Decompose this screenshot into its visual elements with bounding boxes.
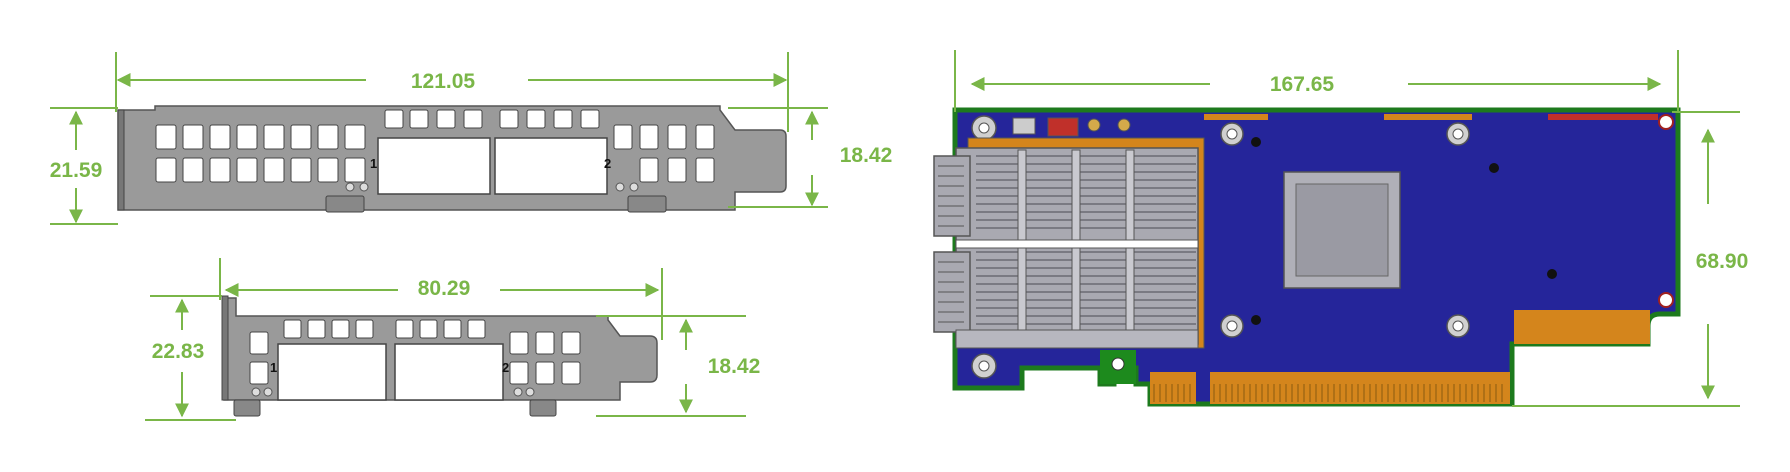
network-card-board bbox=[933, 107, 1681, 407]
cage-bottom-plate bbox=[955, 329, 1199, 349]
top-red-strip bbox=[1548, 114, 1658, 120]
low-profile-dimensions bbox=[145, 258, 746, 421]
full-height-dimensions bbox=[50, 52, 828, 225]
port-latch-ridges bbox=[938, 165, 964, 323]
full-height-vent-grid-right bbox=[613, 124, 715, 183]
full-height-top-slots bbox=[384, 109, 600, 129]
low-profile-bracket-flange bbox=[221, 295, 229, 401]
full-height-bracket-flange bbox=[117, 109, 125, 211]
board-dimensions bbox=[954, 50, 1740, 407]
low-profile-width-dimension: 80.29 bbox=[418, 277, 471, 300]
low-profile-bracket: 1 2 bbox=[221, 295, 658, 417]
red-connector bbox=[1047, 117, 1079, 137]
pcie-edge-connector-short bbox=[1150, 372, 1196, 404]
full-height-width-dimension: 121.05 bbox=[411, 70, 476, 93]
full-height-leds bbox=[345, 182, 639, 192]
full-height-port-opening-1 bbox=[377, 137, 491, 195]
power-pad bbox=[1514, 310, 1650, 344]
low-profile-screw-tabs bbox=[233, 399, 557, 417]
low-profile-port-label-2: 2 bbox=[502, 360, 509, 375]
full-height-left-height-dimension: 21.59 bbox=[50, 159, 103, 182]
board-length-dimension: 167.65 bbox=[1270, 73, 1335, 96]
pcie-gold-fingers-short bbox=[1153, 384, 1191, 402]
low-profile-port-label-1: 1 bbox=[270, 360, 277, 375]
full-height-port-opening-2 bbox=[494, 137, 608, 195]
key-hole bbox=[1111, 357, 1125, 371]
low-profile-right-height-dimension: 18.42 bbox=[708, 355, 761, 378]
low-profile-port-opening-2 bbox=[394, 343, 504, 401]
mounting-hole-centers bbox=[978, 122, 1464, 372]
full-height-port-label-2: 2 bbox=[604, 156, 611, 171]
full-height-port-label-1: 1 bbox=[370, 156, 377, 171]
vias bbox=[1251, 137, 1557, 325]
full-height-bracket: 1 2 bbox=[117, 105, 787, 213]
pcie-edge-connector bbox=[1210, 372, 1510, 404]
low-profile-leds bbox=[251, 387, 535, 397]
board-height-dimension: 68.90 bbox=[1696, 250, 1749, 273]
smd-components bbox=[1087, 118, 1131, 132]
full-height-vent-grid-left bbox=[155, 124, 366, 183]
low-profile-port-opening-1 bbox=[277, 343, 387, 401]
low-profile-left-height-dimension: 22.83 bbox=[152, 340, 205, 363]
header-connector bbox=[1012, 117, 1036, 135]
corner-holes bbox=[1658, 114, 1674, 308]
low-profile-vent-grid bbox=[249, 331, 581, 385]
full-height-right-height-dimension: 18.42 bbox=[840, 144, 893, 167]
asic-die bbox=[1295, 183, 1389, 277]
low-profile-top-slots bbox=[283, 319, 486, 339]
top-gold-strip bbox=[1204, 114, 1268, 120]
heatsink-fins bbox=[976, 155, 1196, 325]
pcie-gold-fingers bbox=[1213, 384, 1503, 402]
full-height-screw-tabs bbox=[325, 195, 667, 213]
top-gold-strip bbox=[1384, 114, 1472, 120]
cage-divider bbox=[955, 239, 1199, 249]
